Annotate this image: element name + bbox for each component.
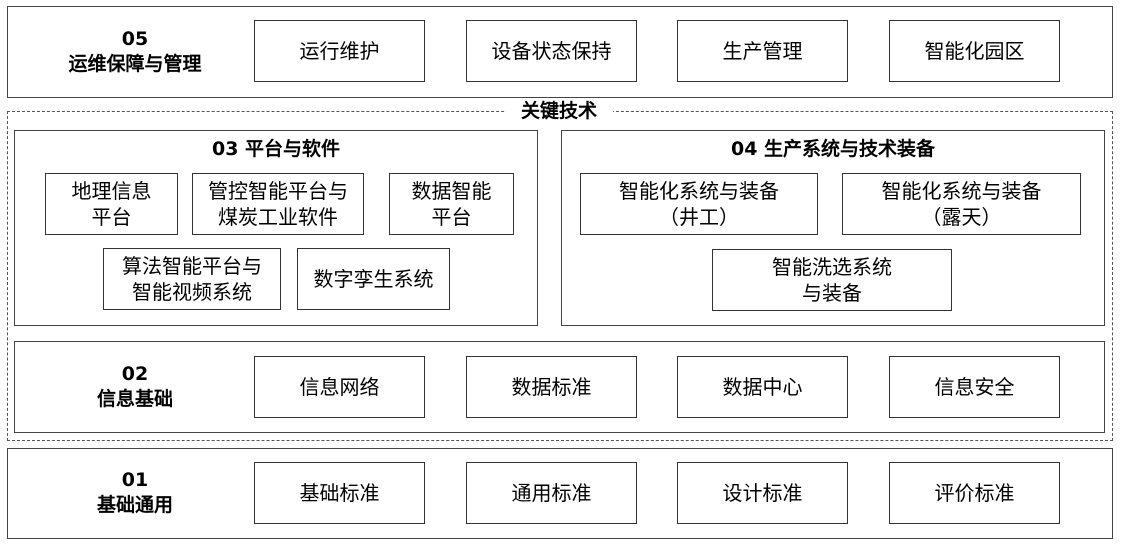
layer-02-label: 02 信息基础: [40, 349, 230, 425]
layer-03-title: 03 平台与软件: [211, 138, 341, 160]
layer-03-item-3: 数据智能平台: [389, 173, 514, 235]
layer-04-item-3-line-1: 智能洗选系统: [772, 255, 892, 279]
layer-03-item-2-line-2: 煤炭工业软件: [218, 205, 338, 229]
layer-04-title: 04 生产系统与技术装备: [730, 138, 936, 160]
layer-05-title: 运维保障与管理: [68, 53, 202, 75]
layer-05-item-3: 生产管理: [677, 20, 848, 82]
layer-03-item-4-line-1: 算法智能平台与: [122, 254, 262, 278]
layer-04-item-1-line-1: 智能化系统与装备: [619, 179, 779, 203]
layer-05-label: 05 运维保障与管理: [40, 14, 230, 90]
layer-04-item-3-line-2: 与装备: [802, 281, 862, 305]
layer-01-title: 基础通用: [96, 494, 173, 516]
layer-04-item-1-line-2: （井工）: [659, 205, 739, 229]
layer-02-item-4: 信息安全: [889, 356, 1060, 418]
key-tech-label: 关键技术: [505, 99, 613, 123]
layer-03-item-1-line-1: 地理信息: [71, 179, 152, 203]
layer-03-item-2: 管控智能平台与煤炭工业软件: [192, 173, 364, 235]
layer-05-item-1: 运行维护: [254, 20, 425, 82]
layer-03-item-4: 算法智能平台与智能视频系统: [103, 248, 281, 310]
layer-04-item-2: 智能化系统与装备（露天）: [842, 173, 1081, 235]
layer-04-item-1: 智能化系统与装备（井工）: [580, 173, 818, 235]
layer-03-item-1-line-2: 平台: [91, 205, 132, 229]
layer-03-item-2-line-1: 管控智能平台与: [208, 179, 348, 203]
layer-02-item-1: 信息网络: [254, 356, 425, 418]
layer-02-title: 信息基础: [96, 388, 173, 410]
layer-01-label: 01 基础通用: [40, 455, 230, 531]
layer-01-item-4: 评价标准: [889, 462, 1060, 524]
layer-02-number: 02: [121, 363, 149, 385]
layer-03-item-4-line-2: 智能视频系统: [132, 280, 252, 304]
layer-03-item-3-line-2: 平台: [431, 205, 472, 229]
layer-05-number: 05: [121, 28, 149, 50]
layer-03-item-3-line-1: 数据智能: [411, 179, 492, 203]
layer-02-item-3: 数据中心: [677, 356, 848, 418]
layer-04-item-3: 智能洗选系统与装备: [712, 249, 952, 311]
layer-04-item-2-line-1: 智能化系统与装备: [881, 179, 1042, 203]
layer-05-item-2: 设备状态保持: [466, 20, 637, 82]
layer-01-item-2: 通用标准: [466, 462, 637, 524]
layer-01-number: 01: [121, 469, 149, 491]
layer-04-item-2-line-2: （露天）: [921, 205, 1002, 229]
layer-01-item-3: 设计标准: [677, 462, 848, 524]
layer-05-item-4: 智能化园区: [889, 20, 1060, 82]
layer-02-item-2: 数据标准: [466, 356, 637, 418]
layer-03-item-1: 地理信息平台: [45, 173, 178, 235]
layer-03-item-5: 数字孪生系统: [297, 248, 450, 310]
layer-01-item-1: 基础标准: [254, 462, 425, 524]
